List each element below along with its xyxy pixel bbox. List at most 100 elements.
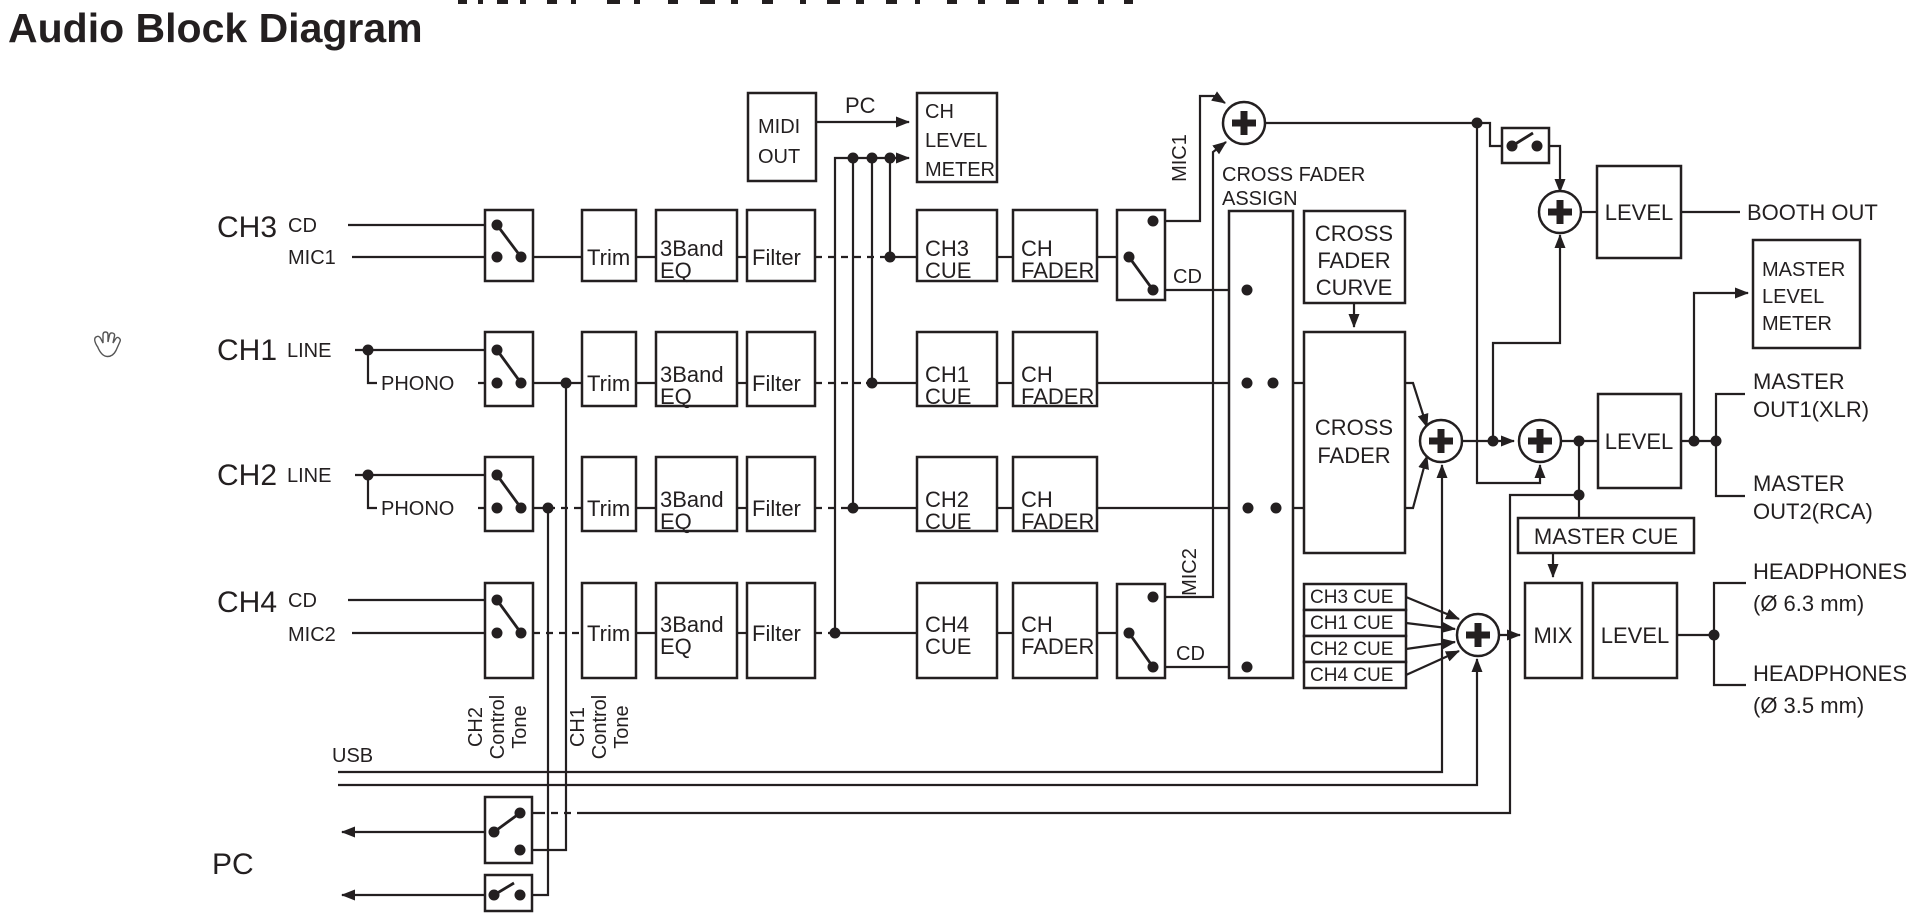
ch3-fader-label2: FADER: [1021, 258, 1094, 283]
ch4-cue-label: CH4: [925, 612, 969, 637]
midi-out-label: MIDI: [758, 116, 800, 138]
ch4-filter-box: [745, 581, 817, 680]
ch3-trim-label: Trim: [587, 245, 630, 270]
pc-arrow-label: PC: [845, 93, 876, 118]
cue-bus-ch2-label: CH2 CUE: [1310, 639, 1393, 660]
master-out2-label: MASTER: [1753, 471, 1845, 496]
ch1-trim-label: Trim: [587, 371, 630, 396]
crossfader-label2: FADER: [1317, 443, 1390, 468]
ch2-trim-label: Trim: [587, 496, 630, 521]
ch2-fader-label: CH: [1021, 487, 1053, 512]
headphones1-label2: (Ø 6.3 mm): [1753, 591, 1864, 616]
ch4-eq-box: [654, 581, 739, 680]
ch1-filter-box: [745, 330, 817, 408]
cue-sum-node: [1455, 612, 1501, 658]
ch4-cd-routing-label: CD: [1176, 643, 1205, 665]
usb-label: USB: [332, 745, 373, 767]
crossfader-curve-label3: CURVE: [1316, 275, 1393, 300]
ch2-filter-label: Filter: [752, 496, 801, 521]
headphones2-label2: (Ø 3.5 mm): [1753, 693, 1864, 718]
ch4-fader-label2: FADER: [1021, 634, 1094, 659]
usb-pc-wires: [338, 383, 1579, 901]
ch3-fader-box: [1011, 208, 1099, 283]
pc-label: PC: [212, 848, 254, 881]
ch1-trim-box: [580, 330, 638, 408]
ch2-name: CH2: [217, 459, 277, 492]
summing-nodes: [1221, 100, 1583, 658]
ch1-cue-label: CH1: [925, 362, 969, 387]
ch4-fader-box: [1011, 581, 1099, 680]
ch2-fader-box: [1011, 455, 1099, 533]
master-level-meter-label: MASTER: [1762, 259, 1845, 281]
headphones2-label: HEADPHONES: [1753, 661, 1907, 686]
ch3-input-cd: CD: [288, 215, 317, 237]
ch2-input-switch: [483, 455, 535, 533]
ch3-eq-box: [654, 208, 739, 283]
master-level-meter-box: [1751, 238, 1862, 350]
mic-bus-wires: [1265, 121, 1566, 485]
ch2-control-tone-label: CH2: [465, 707, 487, 747]
ch1-filter-label: Filter: [752, 371, 801, 396]
ch1-name: CH1: [217, 334, 277, 367]
ch2-control-tone-label2: Control: [487, 695, 509, 759]
ch1-control-tone-label2: Control: [589, 695, 611, 759]
ch-level-meter-label2: LEVEL: [925, 130, 987, 152]
ch3-input-switch: [483, 208, 535, 283]
ch4-trim-label: Trim: [587, 621, 630, 646]
ch3-fader-label: CH: [1021, 236, 1053, 261]
master-cue-box: [1516, 516, 1696, 555]
ch4-cue-label2: CUE: [925, 634, 971, 659]
master-out1-label: MASTER: [1753, 369, 1845, 394]
ch4-name: CH4: [217, 586, 277, 619]
hand-cursor-icon: [94, 331, 122, 358]
master-sum-node: [1517, 418, 1563, 464]
cue-bus-ch4-box: [1302, 660, 1408, 690]
ch4-eq-label: 3Band: [660, 612, 724, 637]
master-cue-label: MASTER CUE: [1534, 524, 1678, 549]
midi-out-label2: OUT: [758, 146, 800, 168]
cue-bus-ch1-label: CH1 CUE: [1310, 613, 1393, 634]
switch-blades: [493, 131, 1534, 897]
ch4-input-cd: CD: [288, 590, 317, 612]
headphones1-label: HEADPHONES: [1753, 559, 1907, 584]
cue-bus-ch2-box: [1302, 634, 1408, 664]
crossfader-curve-label2: FADER: [1317, 248, 1390, 273]
ch4-input-mic2: MIC2: [288, 624, 336, 646]
headphones-level-box: [1591, 581, 1679, 680]
ch1-eq-box: [654, 330, 739, 408]
ch1-control-tone-label: CH1: [567, 707, 589, 747]
headphones-mix-box: [1523, 581, 1584, 680]
ch2-eq-label2: EQ: [660, 509, 692, 534]
crossfader-sum-node: [1418, 418, 1464, 464]
ch-level-meter-box: [915, 91, 999, 184]
ch2-input-line: LINE: [287, 465, 331, 487]
ch2-cue-label2: CUE: [925, 509, 971, 534]
ch2-trim-box: [580, 455, 638, 533]
page-title: Audio Block Diagram: [8, 5, 423, 51]
ch3-trim-box: [580, 208, 638, 283]
crossfader-box: [1302, 330, 1407, 555]
master-level-box: [1596, 392, 1683, 490]
meter-tap-wires: [816, 116, 910, 633]
ch1-fader-label2: FADER: [1021, 384, 1094, 409]
master-level-label: LEVEL: [1605, 429, 1674, 454]
ch3-eq-label2: EQ: [660, 258, 692, 283]
crossfader-curve-label: CROSS: [1315, 221, 1393, 246]
ch2-control-tone-label3: Tone: [509, 705, 531, 748]
ch1-input-phono: PHONO: [381, 373, 454, 395]
ch1-eq-label: 3Band: [660, 362, 724, 387]
mic1-routing-label: MIC1: [1169, 134, 1191, 182]
booth-sum-node: [1537, 189, 1583, 235]
ch1-cue-label2: CUE: [925, 384, 971, 409]
ch-level-meter-label: CH: [925, 101, 954, 123]
ch3-input-mic1: MIC1: [288, 247, 336, 269]
headphone-cue-wires: [1405, 553, 1746, 687]
crossfader-assign-box: [1227, 209, 1295, 680]
mic-sum-node: [1221, 100, 1267, 146]
ch2-cue-label: CH2: [925, 487, 969, 512]
ch2-eq-box: [654, 455, 739, 533]
ch2-fader-label2: FADER: [1021, 509, 1094, 534]
midi-out-box: [746, 91, 818, 183]
master-out2-label2: OUT2(RCA): [1753, 499, 1873, 524]
